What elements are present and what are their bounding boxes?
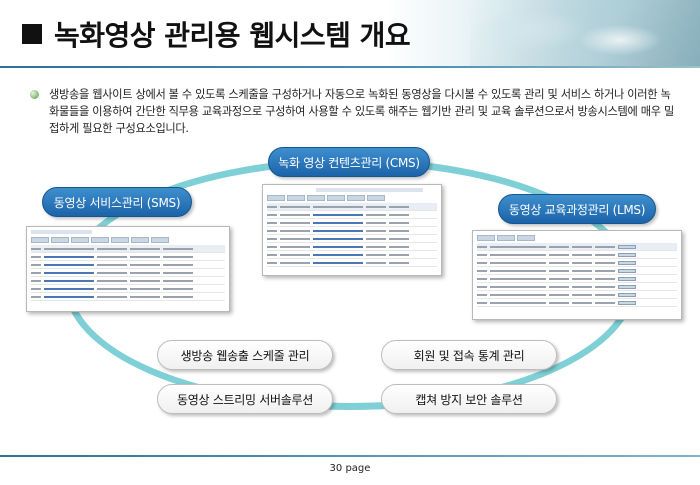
intro-text: 생방송을 웹사이트 상에서 볼 수 있도록 스케줄을 구성하거나 자동으로 녹화…: [49, 88, 674, 135]
schedule-label-pill: 생방송 웹송출 스케줄 관리: [157, 340, 333, 370]
footer-divider: [0, 455, 700, 457]
header-decorative-image: [470, 0, 700, 68]
square-bullet-icon: [22, 24, 42, 44]
page-title: 녹화영상 관리용 웹시스템 개요: [54, 19, 411, 52]
round-bullet-icon: [30, 90, 39, 99]
cms-screenshot-thumbnail: [262, 184, 442, 276]
intro-paragraph: 생방송을 웹사이트 상에서 볼 수 있도록 스케줄을 구성하거나 자동으로 녹화…: [30, 86, 680, 137]
sms-screenshot-thumbnail: [26, 226, 230, 312]
member-stats-label-pill: 회원 및 접속 통계 관리: [381, 340, 557, 370]
sms-label-pill: 동영상 서비스관리 (SMS): [42, 187, 192, 217]
capture-protect-label-pill: 캡쳐 방지 보안 솔루션: [381, 384, 557, 414]
lms-label-pill: 동영상 교육과정관리 (LMS): [498, 194, 656, 224]
page-title-group: 녹화영상 관리용 웹시스템 개요: [22, 14, 411, 54]
lms-screenshot-thumbnail: [472, 230, 682, 320]
page-number: 30 page: [329, 463, 371, 474]
cms-label-pill: 녹화 영상 컨텐츠관리 (CMS): [268, 147, 430, 177]
streaming-label-pill: 동영상 스트리밍 서버솔루션: [157, 384, 333, 414]
header-divider: [0, 66, 700, 68]
